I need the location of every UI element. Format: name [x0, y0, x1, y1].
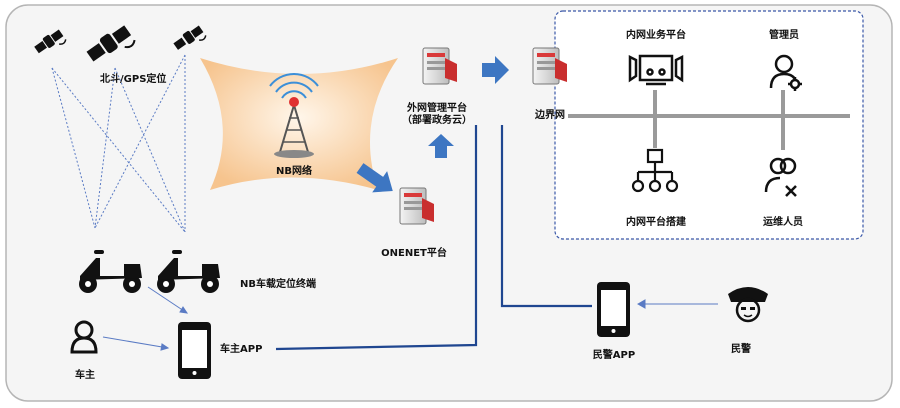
- nb-terminal-label: NB车载定位终端: [240, 279, 316, 290]
- owner-icon: [70, 320, 98, 354]
- border-net-server-icon: [532, 47, 567, 85]
- satellite-icon: [86, 25, 136, 62]
- beidou-label: 北斗/GPS定位: [100, 74, 167, 85]
- intranet-box: [554, 10, 864, 240]
- intranet-bus: [568, 90, 850, 150]
- ops-staff-label: 运维人员: [763, 217, 803, 228]
- arrow-up-icon: [428, 134, 454, 158]
- presentation-icon: [628, 54, 684, 86]
- intranet-business-label: 内网业务平台: [626, 30, 686, 41]
- scooter-icon: [79, 250, 142, 293]
- admin-label: 管理员: [769, 30, 799, 41]
- police-label: 民警: [731, 344, 751, 355]
- satellite-icon: [34, 29, 67, 54]
- outer-platform-title: 外网管理平台: [407, 103, 467, 114]
- onenet-label: ONENET平台: [381, 248, 447, 259]
- arrow-right-icon: [482, 56, 509, 84]
- admin-icon: [769, 54, 802, 91]
- onenet-server-icon: [399, 187, 434, 225]
- org-chart-icon: [631, 148, 679, 193]
- satellite-icon: [173, 25, 207, 50]
- outer-platform-server-icon: [422, 47, 457, 85]
- outer-platform-label: 外网管理平台 （部署政务云）: [402, 103, 472, 127]
- border-net-label: 边界网: [535, 110, 565, 121]
- police-phone-icon: [597, 282, 630, 337]
- scooter-icon: [157, 250, 220, 293]
- nb-tower-icon: [269, 73, 319, 158]
- intranet-build-label: 内网平台搭建: [626, 217, 686, 228]
- ops-staff-icon: [764, 157, 797, 197]
- owner-app-label: 车主APP: [220, 344, 263, 355]
- dark-connectors: [275, 125, 592, 351]
- outer-platform-subtitle: （部署政务云）: [402, 115, 472, 126]
- owner-phone-icon: [178, 322, 211, 379]
- owner-label: 车主: [75, 370, 95, 381]
- police-app-label: 民警APP: [592, 350, 636, 361]
- arrow-to-onenet: [356, 163, 393, 193]
- police-officer-icon: [728, 287, 768, 323]
- nb-network-label: NB网络: [276, 166, 312, 177]
- connector-arrows: [102, 286, 718, 351]
- satellite-links: [51, 54, 186, 233]
